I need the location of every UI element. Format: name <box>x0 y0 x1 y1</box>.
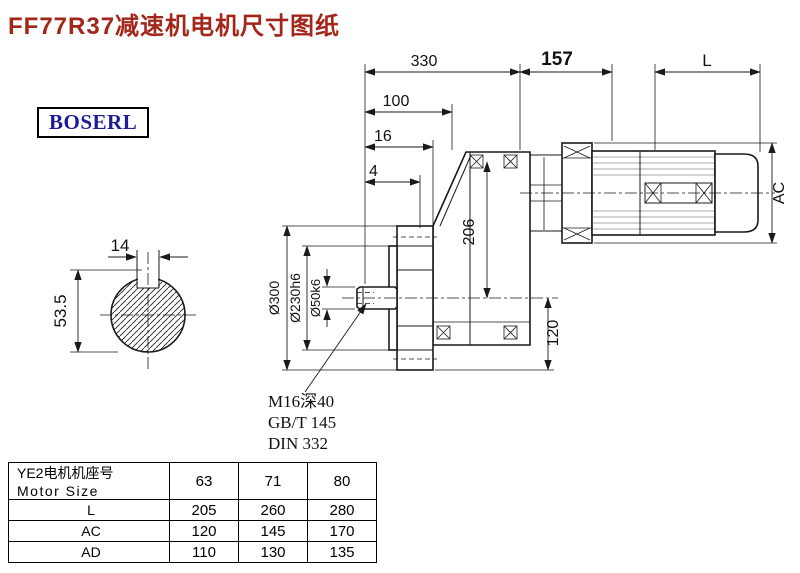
dim-120-label: 120 <box>545 320 562 347</box>
row-label-AD: AD <box>8 541 170 563</box>
table-row: L 205 260 280 <box>8 499 377 521</box>
dim-206-label: 206 <box>461 219 478 246</box>
table-row: AD 110 130 135 <box>8 541 377 563</box>
table-cell: 120 <box>169 520 239 542</box>
note-gbt-standard: GB/T 145 <box>268 413 336 432</box>
table-cell: 130 <box>238 541 308 563</box>
motor-size-header-cn: YE2电机机座号 <box>17 465 114 481</box>
size-63-header: 63 <box>169 462 239 500</box>
motor-size-header: YE2电机机座号 Motor Size <box>8 462 170 500</box>
leader-line <box>304 303 367 393</box>
note-m16-thread: M16深40 <box>268 392 334 411</box>
dimension-labels: 330 157 L 100 16 4 14 53.5 Ø300 Ø230h6 Ø… <box>51 49 788 453</box>
table-cell: 170 <box>307 520 377 542</box>
dim-L-label: L <box>702 51 711 70</box>
dim-330-label: 330 <box>411 53 438 70</box>
gearbox-outline <box>356 151 531 371</box>
brand-text: BOSERL <box>49 110 138 134</box>
dim-14-label: 14 <box>111 236 130 255</box>
extension-lines <box>70 64 777 371</box>
row-label-AC: AC <box>8 520 170 542</box>
motor-dimension-table: YE2电机机座号 Motor Size 63 71 80 L 205 260 2… <box>8 462 377 563</box>
table-header-row: YE2电机机座号 Motor Size 63 71 80 <box>8 462 377 500</box>
table-cell: 145 <box>238 520 308 542</box>
table-cell: 110 <box>169 541 239 563</box>
table-cell: 280 <box>307 499 377 521</box>
motor-size-header-en: Motor Size <box>17 483 99 499</box>
table-cell: 260 <box>238 499 308 521</box>
page-title: FF77R37减速机电机尺寸图纸 <box>8 13 341 40</box>
size-71-header: 71 <box>238 462 308 500</box>
table-row: AC 120 145 170 <box>8 520 377 542</box>
dimension-lines <box>74 68 776 393</box>
note-din-standard: DIN 332 <box>268 434 328 453</box>
size-80-header: 80 <box>307 462 377 500</box>
table-cell: 205 <box>169 499 239 521</box>
row-label-L: L <box>8 499 170 521</box>
dim-100-label: 100 <box>383 93 410 110</box>
dim-53-5-label: 53.5 <box>51 294 70 327</box>
dim-d230-label: Ø230h6 <box>287 273 303 323</box>
bolt-icon <box>436 154 518 340</box>
dim-d50-label: Ø50k6 <box>308 279 323 317</box>
table-cell: 135 <box>307 541 377 563</box>
dim-157-label: 157 <box>541 49 573 70</box>
centerlines <box>100 192 775 372</box>
dim-AC-label: AC <box>771 182 788 204</box>
brand-logo: BOSERL <box>37 107 150 138</box>
dim-4-label: 4 <box>369 163 378 180</box>
dim-d300-label: Ø300 <box>266 281 282 315</box>
dim-16-label: 16 <box>374 128 392 145</box>
